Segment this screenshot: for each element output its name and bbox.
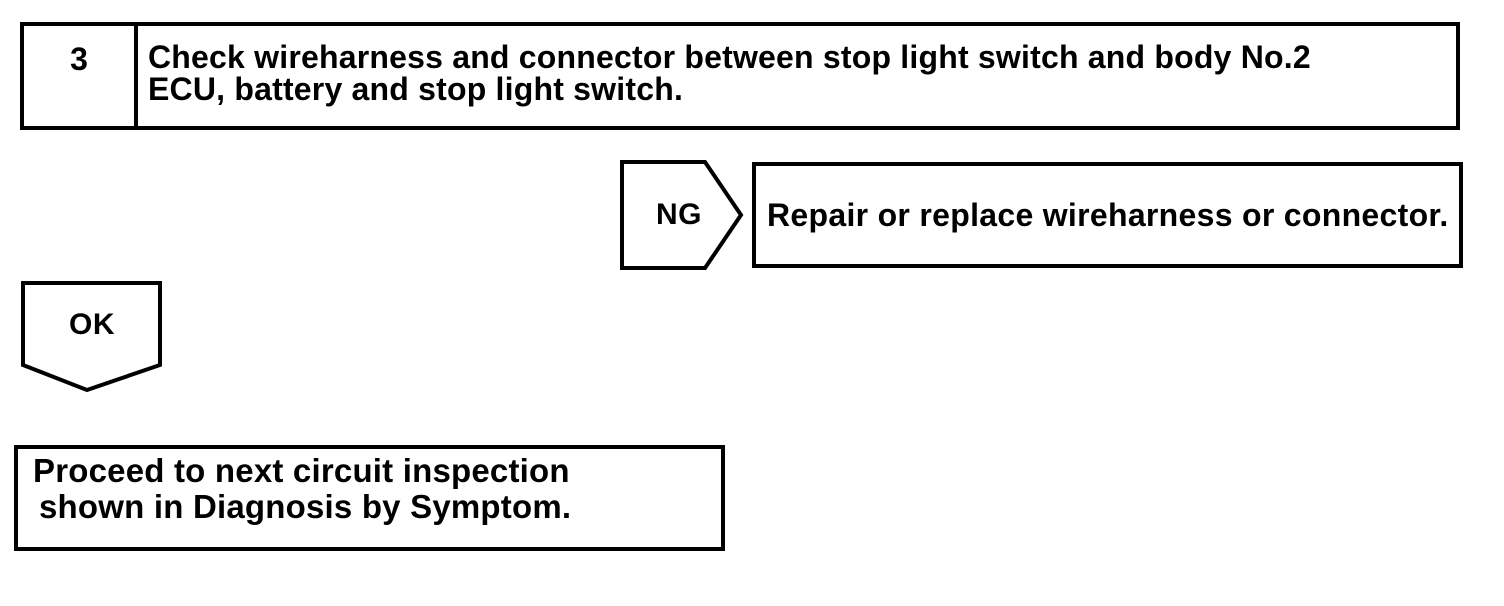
step-box: 3 Check wireharness and connector betwee… (20, 22, 1460, 130)
step-instruction-line1: Check wireharness and connector between … (148, 39, 1311, 75)
ok-result-line1: Proceed to next circuit inspection (33, 452, 570, 489)
step-number: 3 (24, 26, 138, 126)
ok-pentagon-outline (21, 281, 162, 393)
step-instruction-line2: ECU, battery and stop light switch. (148, 71, 684, 107)
ok-result-box: Proceed to next circuit inspection shown… (14, 445, 725, 551)
ok-label: OK (69, 308, 115, 341)
step-instruction: Check wireharness and connector between … (138, 26, 1456, 126)
ok-arrow-shape (21, 281, 162, 393)
ng-label: NG (656, 198, 702, 231)
ng-action-box: Repair or replace wireharness or connect… (752, 162, 1463, 268)
ok-result-line2: shown in Diagnosis by Symptom. (39, 488, 572, 525)
ng-arrow-shape (620, 160, 744, 270)
ng-pentagon-outline (620, 160, 744, 270)
ng-action-text: Repair or replace wireharness or connect… (767, 196, 1449, 233)
